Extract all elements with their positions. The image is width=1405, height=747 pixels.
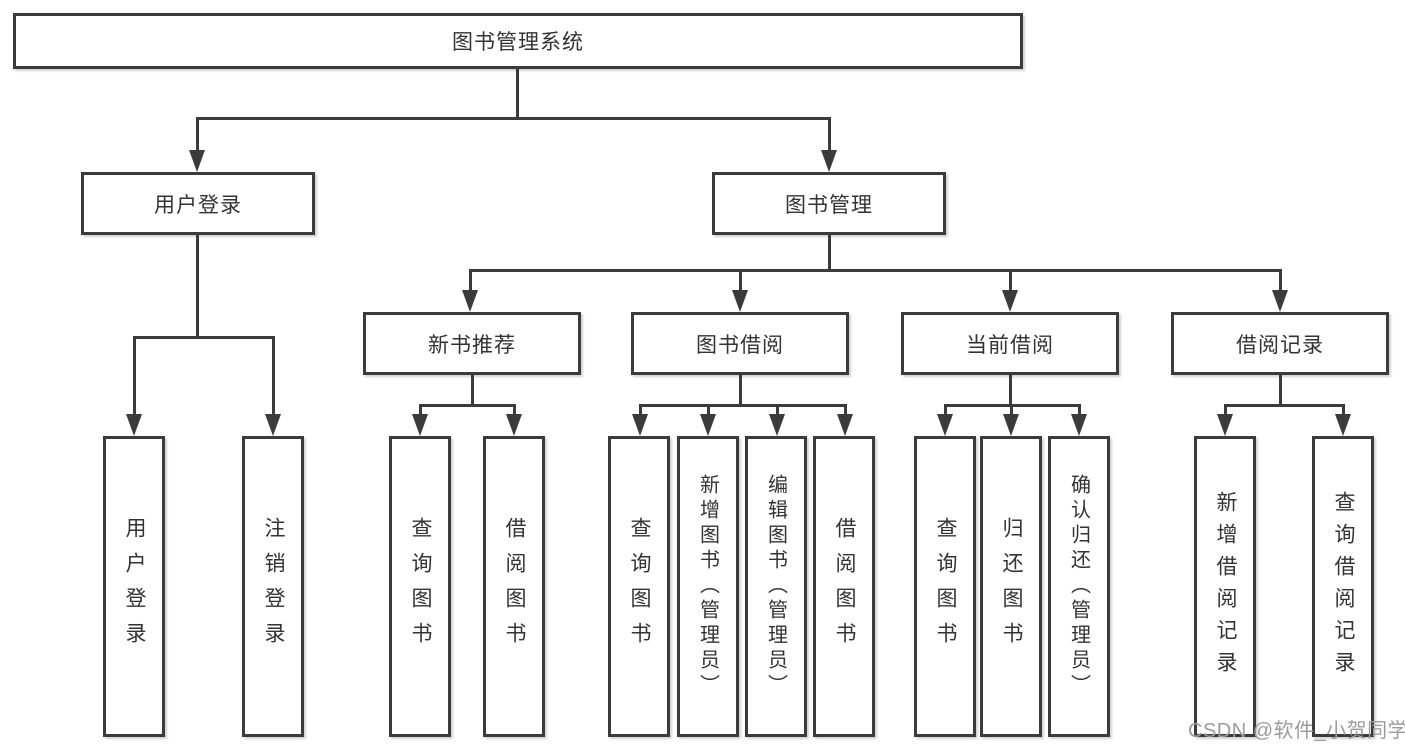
connector-line [1279, 269, 1282, 294]
node-edit-books-admin: 编辑图书（管理员） [745, 436, 807, 737]
connector-line [196, 117, 199, 155]
node-query-borrow-record: 查询借阅记录 [1312, 436, 1374, 737]
connector-line [469, 269, 472, 294]
connector-line [133, 336, 136, 420]
node-library-management-system: 图书管理系统 [13, 13, 1023, 69]
arrowhead-down [506, 414, 522, 436]
connector-line [639, 404, 642, 418]
node-book-management: 图书管理 [712, 172, 946, 235]
node-add-books-admin: 新增图书（管理员） [677, 436, 739, 737]
connector-line [1224, 404, 1227, 418]
arrowhead-down [1002, 290, 1018, 312]
connector-line [776, 404, 779, 418]
arrowhead-down [821, 150, 837, 172]
connector-line [944, 404, 947, 418]
arrowhead-down [837, 414, 853, 436]
node-user-login: 用户登录 [81, 172, 315, 235]
arrowhead-down [1217, 414, 1233, 436]
arrowhead-down [1003, 414, 1019, 436]
connector-line [1009, 375, 1012, 407]
node-label: 新书推荐 [428, 333, 516, 357]
node-label: 当前借阅 [966, 333, 1054, 357]
connector-line [1009, 269, 1012, 294]
node-label: 查询借阅记录 [1332, 490, 1355, 683]
connector-line [639, 404, 847, 407]
node-label: 借阅图书 [503, 516, 526, 657]
node-return-books: 归还图书 [980, 436, 1042, 737]
arrowhead-down [1071, 414, 1087, 436]
connector-line [419, 404, 516, 407]
node-book-borrowing: 图书借阅 [631, 312, 849, 375]
node-borrow-books-recommend: 借阅图书 [483, 436, 545, 737]
node-label: 注销登录 [262, 516, 285, 657]
arrowhead-down [1335, 414, 1351, 436]
node-label: 借阅图书 [833, 516, 856, 657]
connector-line [196, 235, 199, 339]
connector-line [739, 269, 742, 294]
node-label: 归还图书 [1000, 516, 1023, 657]
node-borrow-books: 借阅图书 [813, 436, 875, 737]
node-label: 新增借阅记录 [1214, 490, 1237, 683]
connector-line [1010, 404, 1013, 418]
node-label: 查询图书 [409, 516, 432, 657]
connector-line [1342, 404, 1345, 418]
node-label: 用户登录 [123, 516, 146, 657]
connector-line [844, 404, 847, 418]
connector-line [828, 117, 831, 155]
node-query-books-current: 查询图书 [914, 436, 976, 737]
connector-line [196, 117, 831, 120]
connector-line [469, 269, 1282, 272]
node-label: 确认归还（管理员） [1067, 474, 1090, 699]
connector-line [1279, 375, 1282, 407]
node-label: 查询图书 [934, 516, 957, 657]
node-label: 图书管理系统 [452, 31, 584, 54]
node-label: 用户登录 [154, 193, 242, 217]
node-query-books-borrowing: 查询图书 [608, 436, 670, 737]
connector-line [1078, 404, 1081, 418]
connector-line [1224, 404, 1345, 407]
arrowhead-down [462, 290, 478, 312]
arrowhead-down [937, 414, 953, 436]
watermark: CSDN @软件_小贺同学 [1188, 720, 1405, 742]
node-label: 新增图书（管理员） [696, 474, 719, 699]
arrowhead-down [412, 414, 428, 436]
node-user-login-leaf: 用户登录 [103, 436, 165, 737]
arrowhead-down [265, 414, 281, 436]
arrowhead-down [700, 414, 716, 436]
arrowhead-down [732, 290, 748, 312]
connector-line [516, 67, 519, 119]
node-label: 图书管理 [785, 193, 873, 217]
connector-line [133, 336, 275, 339]
node-label: 编辑图书（管理员） [764, 474, 787, 699]
arrowhead-down [632, 414, 648, 436]
arrowhead-down [769, 414, 785, 436]
connector-line [419, 404, 422, 418]
node-borrowing-records: 借阅记录 [1171, 312, 1389, 375]
node-label: 查询图书 [628, 516, 651, 657]
node-label: 图书借阅 [696, 333, 784, 357]
arrowhead-down [189, 150, 205, 172]
arrowhead-down [126, 414, 142, 436]
node-query-books-recommend: 查询图书 [389, 436, 451, 737]
node-confirm-return-admin: 确认归还（管理员） [1048, 436, 1110, 737]
connector-line [739, 375, 742, 407]
connector-line [471, 375, 474, 407]
node-current-borrowing: 当前借阅 [901, 312, 1119, 375]
connector-line [707, 404, 710, 418]
node-add-borrow-record: 新增借阅记录 [1194, 436, 1256, 737]
node-new-book-recommend: 新书推荐 [363, 312, 581, 375]
arrowhead-down [1272, 290, 1288, 312]
node-label: 借阅记录 [1236, 333, 1324, 357]
connector-line [513, 404, 516, 418]
node-logout: 注销登录 [242, 436, 304, 737]
connector-line [828, 235, 831, 272]
connector-line [272, 336, 275, 420]
